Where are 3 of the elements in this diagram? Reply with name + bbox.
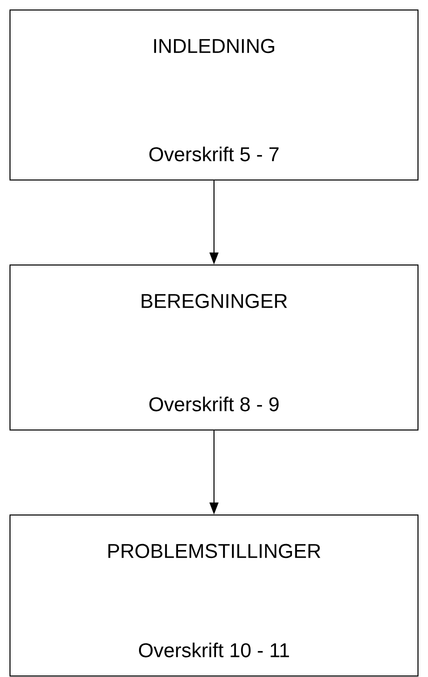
process-box: INDLEDNING Overskrift 5 - 7: [10, 10, 418, 180]
process-box: PROBLEMSTILLINGER Overskrift 10 - 11: [10, 514, 418, 676]
process-box: BEREGNINGER Overskrift 8 - 9: [10, 264, 418, 430]
